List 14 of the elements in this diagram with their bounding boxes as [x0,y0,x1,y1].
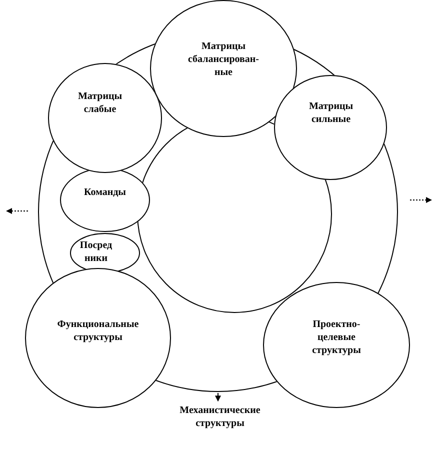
node-label: Матрицы слабые [76,90,124,116]
node-label: Команды [83,186,127,199]
circle-node [60,168,150,232]
circle-node [70,233,140,273]
node-label: Функциональные структуры [56,318,140,344]
text-label: Механистические структуры [178,404,262,430]
node-label: Матрицы сильные [308,100,354,126]
arrow [215,392,221,402]
node-label: Матрицы сбалансирован- ные [186,40,260,79]
node-label: Проектно- целевые структуры [311,318,362,357]
circle-node [25,268,171,408]
node-label: Посред ники [78,239,114,265]
circle-node [263,282,410,408]
circle-node [150,0,297,137]
